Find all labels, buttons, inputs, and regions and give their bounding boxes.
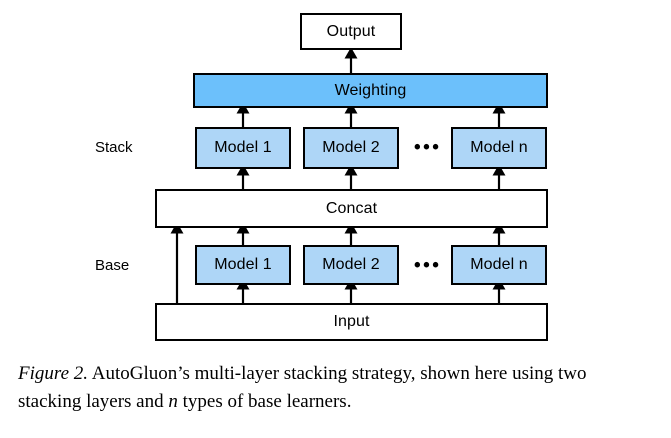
- node-output-label: Output: [326, 22, 376, 40]
- caption-text-after: types of base learners.: [177, 390, 352, 412]
- base-row-ellipsis: •••: [414, 255, 442, 276]
- node-stack-model-2-label: Model 2: [322, 139, 380, 156]
- caption-variable-n: n: [168, 390, 178, 412]
- stack-row-ellipsis: •••: [414, 137, 442, 158]
- node-stack-model-n-label: Model n: [470, 139, 528, 156]
- node-concat-label: Concat: [325, 199, 378, 217]
- node-stack-model-2[interactable]: Model 2: [303, 127, 399, 169]
- node-base-model-1-label: Model 1: [214, 256, 272, 273]
- node-stack-model-1[interactable]: Model 1: [195, 127, 291, 169]
- node-output[interactable]: Output: [300, 13, 402, 50]
- row-label-stack: Stack: [95, 139, 133, 156]
- node-weighting[interactable]: Weighting: [193, 73, 548, 108]
- node-base-model-n-label: Model n: [470, 256, 528, 273]
- node-base-model-1[interactable]: Model 1: [195, 245, 291, 285]
- node-stack-model-n[interactable]: Model n: [451, 127, 547, 169]
- node-input-label: Input: [333, 313, 370, 330]
- stacking-diagram: Output Weighting Stack Model 1 Model 2 •…: [95, 13, 548, 341]
- connector-layer: [170, 47, 506, 304]
- node-stack-model-1-label: Model 1: [214, 139, 272, 156]
- node-base-model-2-label: Model 2: [322, 256, 380, 273]
- caption-text-before: AutoGluon’s multi-layer stacking strateg…: [18, 363, 587, 412]
- node-concat[interactable]: Concat: [155, 189, 548, 228]
- node-input[interactable]: Input: [155, 303, 548, 341]
- figure-caption: Figure 2. AutoGluon’s multi-layer stacki…: [18, 360, 654, 415]
- node-base-model-n[interactable]: Model n: [451, 245, 547, 285]
- node-base-model-2[interactable]: Model 2: [303, 245, 399, 285]
- node-weighting-label: Weighting: [334, 81, 407, 99]
- caption-figure-number: Figure 2.: [18, 363, 89, 384]
- row-label-base: Base: [95, 257, 130, 274]
